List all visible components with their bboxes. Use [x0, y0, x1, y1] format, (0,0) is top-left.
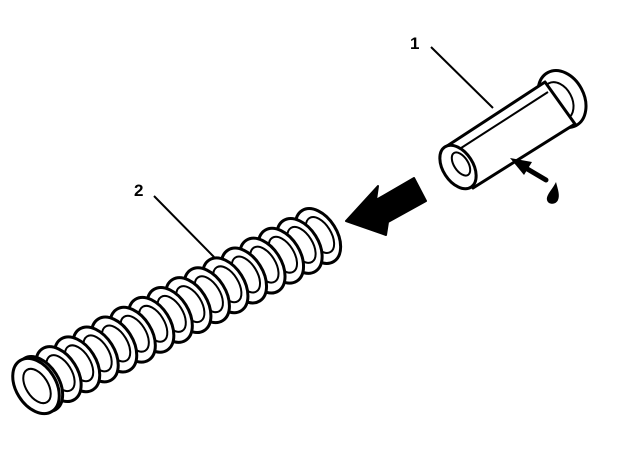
callout-2: 2: [134, 181, 143, 200]
lubrication-arrow: [510, 158, 549, 183]
oil-drop-icon: [546, 182, 559, 204]
pin-highlight: [457, 91, 549, 151]
pin-open-end: [438, 143, 478, 191]
arrow-left-icon: [345, 177, 427, 236]
spring-bore: [22, 367, 52, 405]
coil-spring: [11, 207, 343, 416]
leader-line-1: [430, 46, 494, 109]
pin-bore: [450, 151, 472, 177]
leader-line-2: [153, 195, 215, 258]
pin: [438, 69, 588, 191]
callout-1: 1: [410, 34, 419, 53]
